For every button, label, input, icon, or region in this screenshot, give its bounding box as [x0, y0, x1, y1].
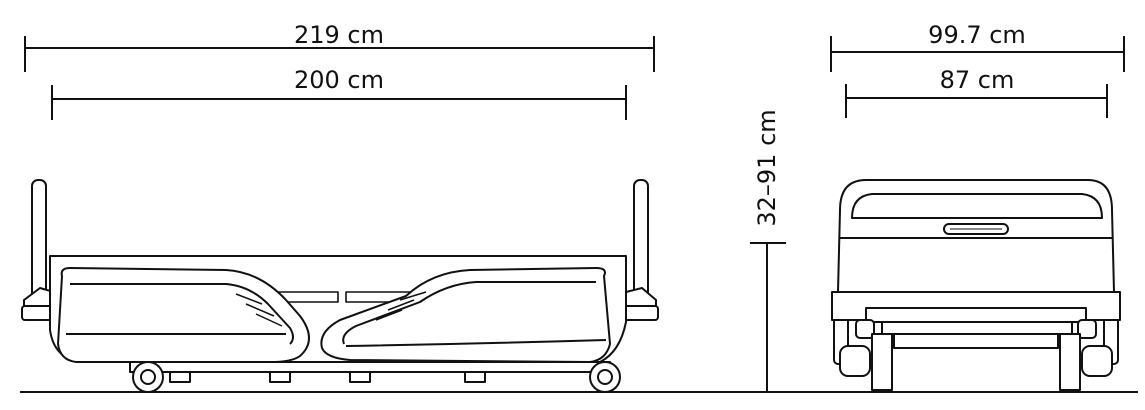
end-frame-body [831, 291, 1121, 349]
dim-label-87: 87 cm [940, 66, 1015, 94]
end-headboard [837, 179, 1115, 293]
dim-label-200: 200 cm [294, 66, 384, 94]
dim-side-overall-length: 219 cm [24, 21, 655, 72]
castor-wheel-left [132, 361, 164, 393]
dim-label-99-7: 99.7 cm [928, 21, 1026, 49]
dim-side-inner-length: 200 cm [51, 66, 627, 120]
bed-end-view [831, 179, 1121, 391]
undercarriage [129, 361, 611, 383]
castor-wheel-right [589, 361, 621, 393]
dim-end-overall-width: 99.7 cm [830, 21, 1125, 72]
end-leg-left [839, 333, 893, 391]
right-end-post [623, 179, 659, 321]
end-leg-right [1059, 333, 1113, 391]
dim-height-range: 32–91 cm [750, 109, 786, 392]
dim-label-height: 32–91 cm [753, 109, 781, 226]
side-rail-right [320, 267, 611, 363]
bed-side-view [21, 179, 659, 393]
dim-end-inner-width: 87 cm [845, 66, 1108, 118]
side-rail-left [57, 267, 310, 363]
dim-label-219: 219 cm [294, 21, 384, 49]
